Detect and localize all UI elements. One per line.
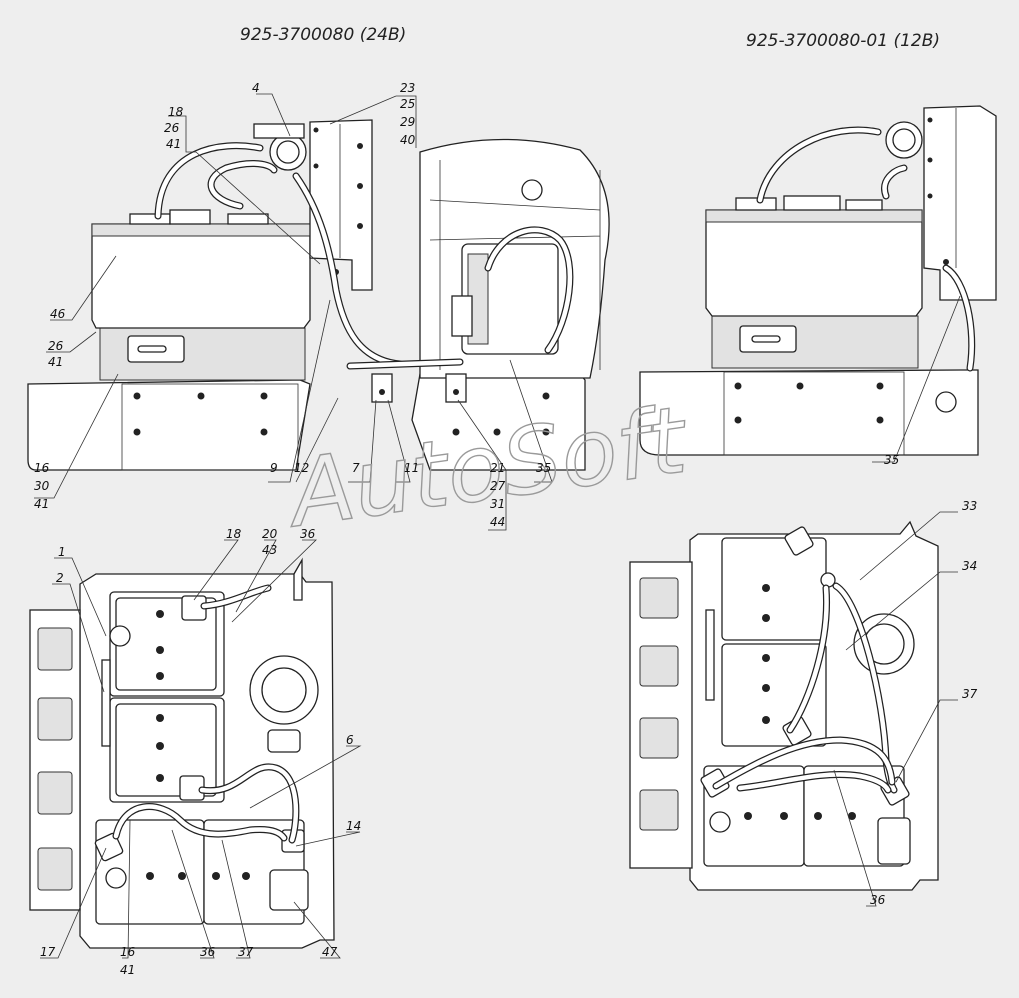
callout-37: 37 — [238, 945, 254, 959]
callout-16: 16 — [34, 461, 50, 475]
battery-box-side-12v — [705, 209, 923, 317]
side-view-24v — [27, 93, 610, 531]
callout-14: 14 — [346, 819, 361, 833]
callout-34: 34 — [962, 559, 977, 573]
callout-29: 29 — [400, 115, 415, 129]
callout-18b: 18 — [226, 527, 242, 541]
callout-7: 7 — [352, 461, 360, 475]
callout-31: 31 — [490, 497, 505, 511]
callout-36b: 36 — [200, 945, 216, 959]
frame-rail-right — [639, 369, 979, 456]
callout-41c: 41 — [34, 497, 49, 511]
title-24v: 925-3700080 (24В) — [240, 25, 406, 45]
side-view-12v — [639, 105, 997, 463]
connector-47 — [269, 869, 309, 911]
callout-25: 25 — [400, 97, 415, 111]
title-12v: 925-3700080-01 (12В) — [746, 31, 940, 51]
callout-21: 21 — [490, 461, 505, 475]
callout-23: 23 — [400, 81, 415, 95]
callout-9: 9 — [270, 461, 278, 475]
callouts: 4 18 26 41 23 25 29 40 46 26 41 16 30 41… — [34, 81, 978, 977]
callout-18: 18 — [168, 105, 184, 119]
callout-37b: 37 — [962, 687, 978, 701]
callout-47: 47 — [322, 945, 338, 959]
mount-panel-12v — [923, 105, 997, 301]
top-view-12v — [629, 511, 958, 907]
callout-17: 17 — [40, 945, 56, 959]
callout-6: 6 — [346, 733, 354, 747]
frame-rail-left — [27, 379, 311, 471]
callout-35: 35 — [536, 461, 551, 475]
callout-4: 4 — [252, 81, 260, 95]
callout-41b: 41 — [48, 355, 63, 369]
callout-41d: 41 — [120, 963, 135, 977]
callout-46: 46 — [50, 307, 66, 321]
callout-27: 27 — [490, 479, 506, 493]
callout-33: 33 — [962, 499, 977, 513]
top-view-24v — [29, 539, 362, 959]
callout-11: 11 — [404, 461, 419, 475]
callout-16b: 16 — [120, 945, 136, 959]
callout-43: 43 — [262, 543, 277, 557]
battery-1-12v — [721, 537, 827, 641]
callout-35b: 35 — [884, 453, 899, 467]
callout-36c: 36 — [870, 893, 886, 907]
callout-1: 1 — [58, 545, 66, 559]
callout-20: 20 — [262, 527, 278, 541]
callout-26: 26 — [164, 121, 180, 135]
callout-30: 30 — [34, 479, 50, 493]
callout-44: 44 — [490, 515, 505, 529]
callout-12: 12 — [294, 461, 309, 475]
callout-2: 2 — [56, 571, 64, 585]
battery-box-side — [91, 223, 311, 329]
callout-40: 40 — [400, 133, 416, 147]
callout-36: 36 — [300, 527, 316, 541]
callout-26b: 26 — [48, 339, 64, 353]
callout-41: 41 — [166, 137, 181, 151]
